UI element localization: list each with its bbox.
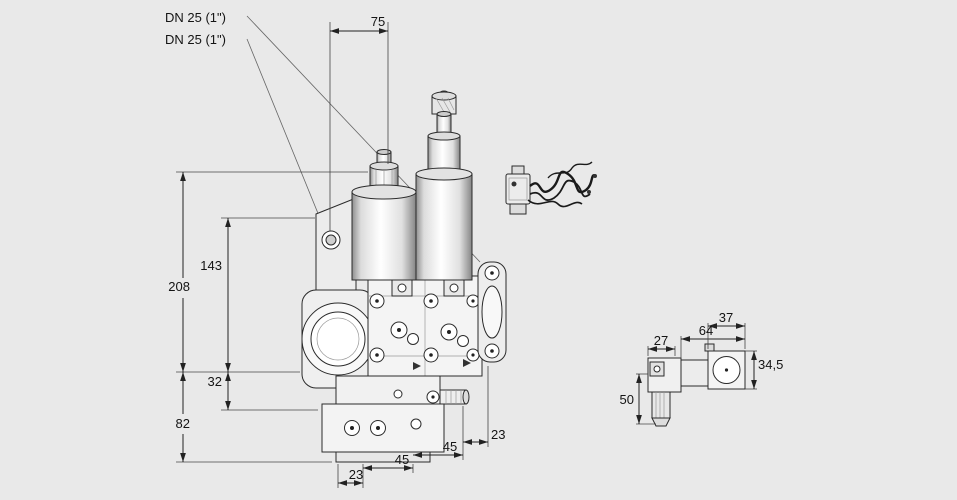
dim-label-23-left: 23 <box>349 467 363 482</box>
wire-bundle <box>527 161 597 208</box>
right-flange <box>477 261 507 363</box>
valve-body <box>367 275 483 377</box>
dim-label-64: 64 <box>699 323 713 338</box>
small-valve-drawing <box>647 343 746 427</box>
flow-arrow-left <box>413 362 421 370</box>
solenoid-actuator-left <box>351 149 417 281</box>
cable-gland <box>509 203 527 215</box>
top-nub <box>704 343 715 352</box>
dim-label-45-left: 45 <box>395 452 409 467</box>
pressure-ports <box>390 321 469 347</box>
body-bolts <box>369 293 480 363</box>
plug-body <box>505 173 531 205</box>
dim-label-75: 75 <box>371 14 385 29</box>
plug-indicator <box>511 181 517 187</box>
dim-label-23-right: 23 <box>491 427 505 442</box>
bottom-pressure-block <box>321 375 470 463</box>
left-flange <box>301 289 375 389</box>
flow-arrow-right <box>463 359 471 367</box>
dim-label-27: 27 <box>654 333 668 348</box>
dim-label-143: 143 <box>200 258 222 273</box>
cable-plug-with-wires <box>505 161 597 215</box>
threaded-stub <box>439 389 470 405</box>
dim-label-208: 208 <box>168 279 190 294</box>
dimension-lines <box>176 22 757 488</box>
dim-label-32: 32 <box>208 374 222 389</box>
dn-label-2: DN 25 (1") <box>165 32 226 47</box>
dim-label-45-right: 45 <box>443 439 457 454</box>
main-valve-drawing <box>301 90 507 463</box>
dim-label-50: 50 <box>620 392 634 407</box>
dim-label-34-5: 34,5 <box>758 357 783 372</box>
solenoid-actuator-right <box>415 90 473 281</box>
valve-mid-body <box>680 359 709 387</box>
ribbed-nut <box>651 391 671 427</box>
mounting-bracket <box>315 197 357 291</box>
dim-label-82: 82 <box>176 416 190 431</box>
labels: DN 25 (1") DN 25 (1") 75 208 143 32 82 2… <box>165 10 783 482</box>
dim-label-37: 37 <box>719 310 733 325</box>
dn-label-1: DN 25 (1") <box>165 10 226 25</box>
